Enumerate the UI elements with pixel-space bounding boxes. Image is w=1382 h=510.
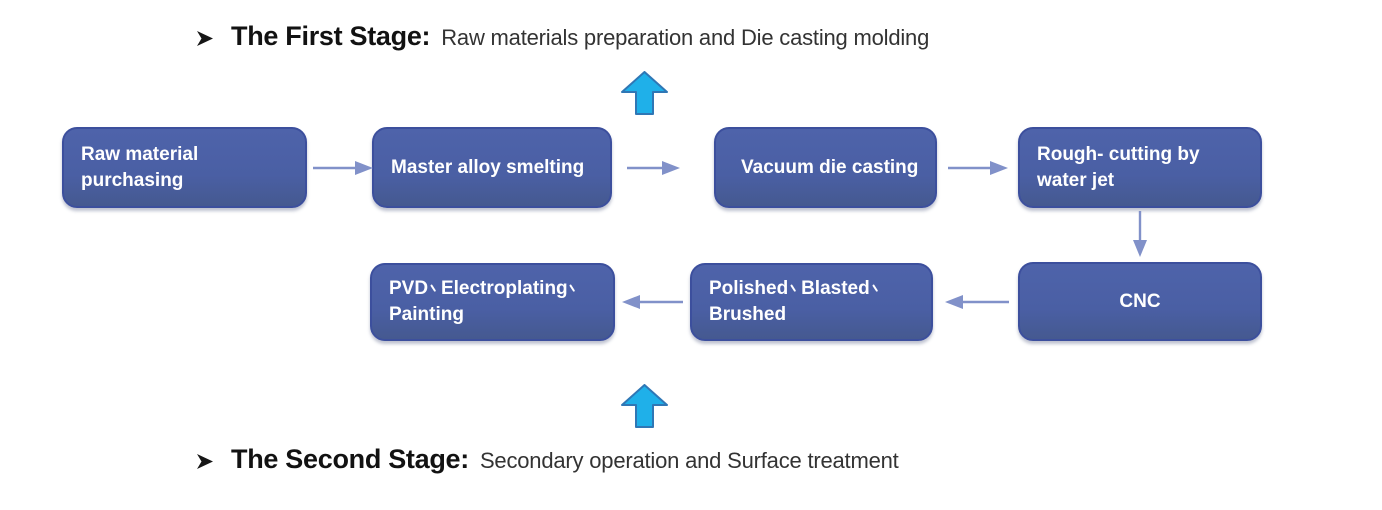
down-arrow-connector — [1133, 211, 1147, 257]
stage1-subtitle: Raw materials preparation and Die castin… — [441, 25, 930, 50]
ideographic-comma — [789, 282, 799, 294]
stage1-title: The First Stage: — [231, 21, 431, 51]
right-arrow-connector — [313, 161, 373, 175]
flow-node-label: Rough- cutting by water jet — [1037, 143, 1200, 191]
flow-node-label: Raw material purchasing — [81, 143, 199, 191]
stage2-title: The Second Stage: — [231, 444, 469, 474]
right-arrow-connector — [627, 161, 680, 175]
stage1-heading: The First Stage: Raw materials preparati… — [196, 21, 929, 52]
right-arrow-connector — [948, 161, 1008, 175]
flow-node-label: Vacuum die casting — [741, 156, 919, 178]
flow-node-label: Master alloy smelting — [391, 156, 585, 178]
flow-node-raw-material-purchasing: Raw material purchasing — [62, 127, 307, 208]
stage2-subtitle: Secondary operation and Surface treatmen… — [479, 448, 899, 473]
left-arrow-connector — [622, 295, 683, 309]
arrowhead-bullet-icon — [197, 454, 213, 469]
ideographic-comma — [569, 282, 579, 294]
arrowhead-bullet-icon — [197, 31, 213, 46]
flow-node-vacuum-die-casting: Vacuum die casting — [714, 127, 937, 208]
ideographic-comma — [871, 282, 881, 294]
left-arrow-connector — [945, 295, 1009, 309]
ideographic-comma — [429, 282, 439, 294]
flow-node-label: CNC — [1119, 290, 1161, 312]
stage2-heading: The Second Stage: Secondary operation an… — [196, 444, 899, 475]
flow-node-master-alloy-smelting: Master alloy smelting — [372, 127, 612, 208]
flow-node-rough-cutting-by-water-jet: Rough- cutting by water jet — [1018, 127, 1262, 208]
up-block-arrow-icon — [621, 384, 668, 428]
flow-node-cnc: CNC — [1018, 262, 1262, 341]
up-block-arrow-icon — [621, 71, 668, 115]
